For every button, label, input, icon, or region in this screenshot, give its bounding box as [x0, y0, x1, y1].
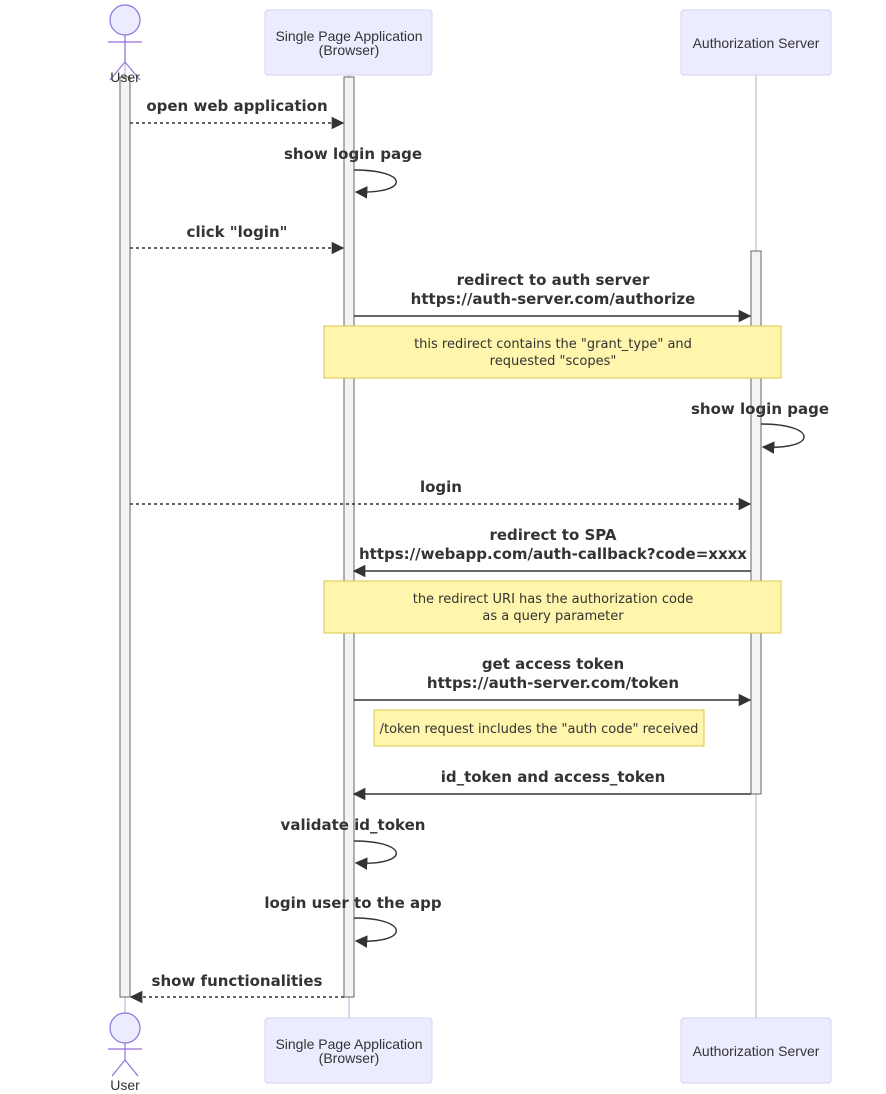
user-label: User — [110, 69, 140, 85]
message-label-line2: https://auth-server.com/token — [427, 674, 679, 692]
message-show-login-page-auth: show login page — [691, 400, 829, 454]
user-activation — [119, 76, 131, 998]
message-id-token-and-access-token: id_token and access_token — [352, 768, 751, 801]
note-grant-type: this redirect contains the "grant_type" … — [323, 325, 782, 379]
note-authorization-code: the redirect URI has the authorization c… — [323, 580, 782, 634]
message-validate-id-token: validate id_token — [281, 816, 426, 870]
auth-activation — [750, 250, 762, 795]
message-open-web-application: open web application — [130, 97, 345, 130]
spa-label-line2: (Browser) — [319, 1050, 380, 1066]
note-line2: as a query parameter — [482, 609, 624, 624]
note-line1: this redirect contains the "grant_type" … — [414, 337, 692, 352]
note-line2: requested "scopes" — [490, 354, 617, 369]
message-arrow — [353, 840, 397, 870]
auth-label: Authorization Server — [693, 35, 820, 51]
message-show-login-page-spa: show login page — [284, 145, 422, 199]
user-label: User — [110, 1077, 140, 1093]
message-label-line1: redirect to auth server — [457, 271, 650, 289]
message-login: login — [130, 478, 752, 511]
spa-activation — [343, 76, 355, 998]
spa-label-line1: Single Page Application — [275, 28, 422, 44]
message-label: login — [420, 478, 462, 496]
message-label: click "login" — [187, 223, 288, 241]
message-label: login user to the app — [264, 894, 441, 912]
message-get-access-token: get access token https://auth-server.com… — [354, 655, 752, 707]
note-line1: the redirect URI has the authorization c… — [413, 592, 694, 607]
message-label-line1: redirect to SPA — [489, 526, 616, 544]
user-actor-icon — [109, 4, 141, 36]
message-label: show login page — [284, 145, 422, 163]
message-label: validate id_token — [281, 816, 426, 834]
message-label: open web application — [146, 97, 327, 115]
participant-user-top: User — [108, 4, 142, 85]
message-arrow — [353, 169, 397, 199]
user-actor-icon — [109, 1012, 141, 1044]
message-show-functionalities: show functionalities — [129, 972, 344, 1004]
auth-label: Authorization Server — [693, 1043, 820, 1059]
message-redirect-to-spa: redirect to SPA https://webapp.com/auth-… — [352, 526, 751, 578]
message-label: show functionalities — [152, 972, 323, 990]
message-label: show login page — [691, 400, 829, 418]
participant-spa-bottom: Single Page Application (Browser) — [264, 1017, 433, 1084]
spa-label-line2: (Browser) — [319, 42, 380, 58]
participant-auth-bottom: Authorization Server — [680, 1017, 832, 1084]
message-login-user-to-app: login user to the app — [264, 894, 442, 948]
note-token-request: /token request includes the "auth code" … — [373, 709, 705, 747]
message-label-line2: https://auth-server.com/authorize — [411, 290, 696, 308]
message-arrow — [760, 423, 805, 454]
message-label-line2: https://webapp.com/auth-callback?code=xx… — [359, 545, 747, 563]
message-arrow — [353, 917, 397, 948]
participant-auth-top: Authorization Server — [680, 9, 832, 76]
message-label-line1: get access token — [482, 655, 624, 673]
message-label: id_token and access_token — [441, 768, 666, 786]
spa-label-line1: Single Page Application — [275, 1036, 422, 1052]
message-redirect-to-auth-server: redirect to auth server https://auth-ser… — [354, 271, 752, 323]
message-click-login: click "login" — [130, 223, 345, 255]
participant-spa-top: Single Page Application (Browser) — [264, 9, 433, 76]
participant-user-bottom: User — [108, 1012, 142, 1093]
note-line1: /token request includes the "auth code" … — [380, 722, 699, 737]
